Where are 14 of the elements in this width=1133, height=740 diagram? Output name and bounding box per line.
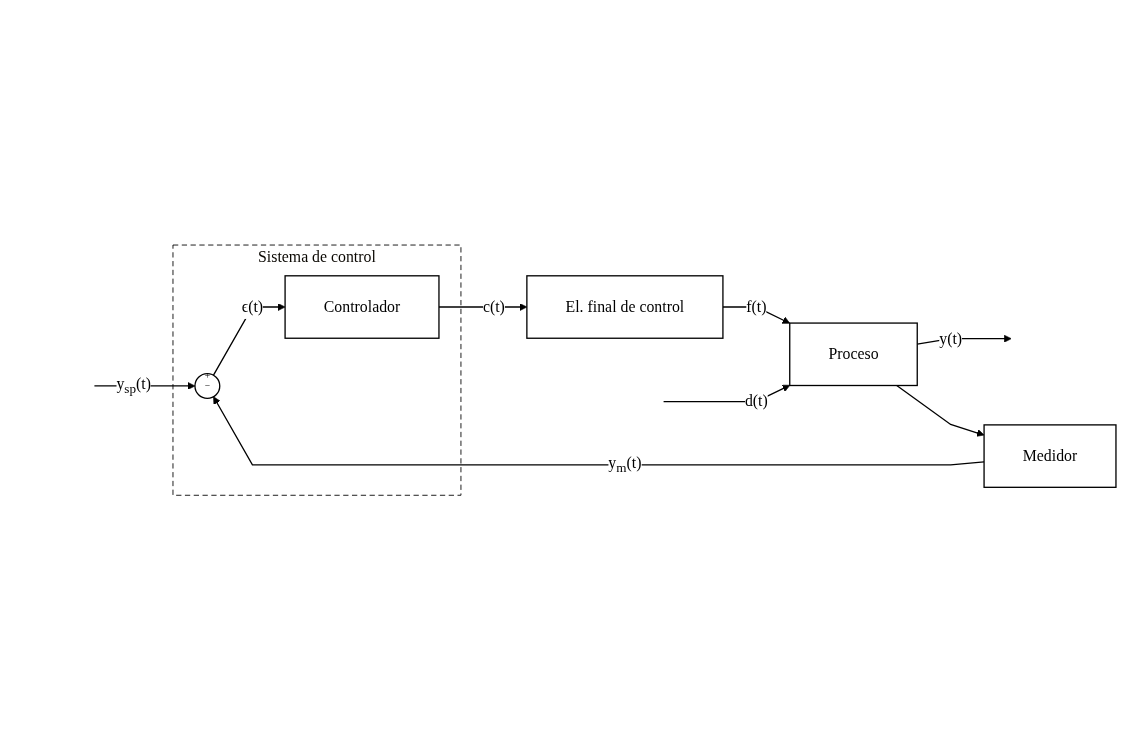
node-box: Medidor [983, 424, 1117, 488]
edge-label: f(t) [746, 297, 767, 316]
edge-label: ϵ(t) [241, 297, 264, 316]
arrow [896, 384, 985, 437]
node-box: Proceso [789, 322, 918, 386]
arrow [213, 396, 985, 466]
edge-label: y$_{m}$(t) [608, 454, 642, 475]
node-box: Controlador [284, 275, 440, 339]
edge-label: y(t) [939, 329, 963, 347]
edge-label: d(t) [744, 392, 768, 410]
node-circle: + − [194, 372, 221, 399]
node-box: El. final de control [526, 275, 724, 339]
edge-label: c(t) [482, 297, 505, 316]
edge-label: y$_{sp}$(t) [116, 375, 151, 396]
